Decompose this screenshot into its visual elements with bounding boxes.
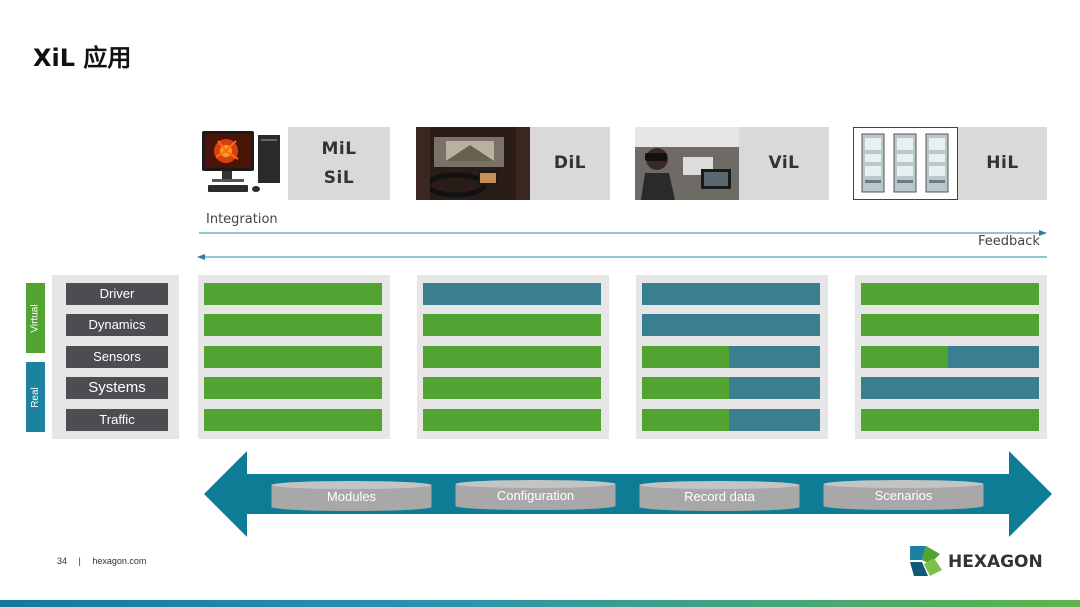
- footer-text: 34 | hexagon.com: [57, 556, 146, 566]
- bar-segment-virtual: [861, 283, 1039, 305]
- desktop-computer-image: [196, 127, 288, 200]
- matrix-vil: [636, 275, 828, 439]
- bar-segment-virtual: [204, 377, 382, 399]
- bar-segment-virtual: [861, 346, 949, 368]
- cylinder-label: Modules: [326, 489, 377, 504]
- row-label-driver: Driver: [66, 283, 168, 305]
- integration-arrow: [199, 225, 1047, 236]
- virtual-tab: Virtual: [26, 283, 45, 353]
- hil-rack-image: [853, 127, 958, 200]
- header-label-line: HiL: [986, 153, 1019, 173]
- cylinder-record-data: Record data: [639, 480, 800, 512]
- bar-segment-virtual: [423, 346, 601, 368]
- matrix-mil-sil: [198, 275, 390, 439]
- bar-hil-sensors: [861, 346, 1039, 368]
- page-title: XiL 应用: [33, 44, 132, 72]
- bar-segment-virtual: [204, 346, 382, 368]
- bar-hil-dynamics: [861, 314, 1039, 336]
- header-vil: ViL: [635, 127, 829, 200]
- bar-segment-virtual: [423, 314, 601, 336]
- hexagon-logo-icon: [910, 546, 942, 576]
- row-label-systems: Systems: [66, 377, 168, 399]
- bar-segment-virtual: [642, 377, 730, 399]
- feedback-arrow: [197, 249, 1047, 260]
- integration-label: Integration: [206, 212, 278, 227]
- cylinder-modules: Modules: [271, 480, 432, 512]
- row-label-traffic: Traffic: [66, 409, 168, 431]
- header-mil-sil-label: MiL SiL: [288, 127, 390, 200]
- bar-vil-systems: [642, 377, 820, 399]
- hexagon-logo-text: HEXAGON: [948, 552, 1043, 572]
- cylinder-configuration: Configuration: [455, 479, 616, 511]
- header-label-line: MiL: [321, 138, 357, 159]
- bar-dil-systems: [423, 377, 601, 399]
- cylinder-label: Scenarios: [874, 488, 933, 503]
- bar-segment-virtual: [423, 409, 601, 431]
- footer-stripe: [0, 600, 1080, 607]
- header-dil: DiL: [416, 127, 610, 200]
- virtual-tab-label: Virtual: [30, 303, 42, 333]
- cylinder-scenarios: Scenarios: [823, 479, 984, 511]
- bar-vil-dynamics: [642, 314, 820, 336]
- bar-segment-virtual: [423, 377, 601, 399]
- bar-segment-virtual: [204, 283, 382, 305]
- header-mil-sil: MiL SiL: [196, 127, 390, 200]
- bar-segment-real: [729, 409, 820, 431]
- bar-vil-driver: [642, 283, 820, 305]
- cylinder-label: Record data: [684, 489, 755, 504]
- bar-dil-traffic: [423, 409, 601, 431]
- header-hil: HiL: [853, 127, 1047, 200]
- bar-mil-driver: [204, 283, 382, 305]
- header-dil-label: DiL: [530, 127, 610, 200]
- bar-segment-real: [948, 346, 1039, 368]
- bar-segment-virtual: [204, 409, 382, 431]
- bar-mil-traffic: [204, 409, 382, 431]
- bar-dil-driver: [423, 283, 601, 305]
- bar-mil-sensors: [204, 346, 382, 368]
- header-vil-label: ViL: [739, 127, 829, 200]
- bar-segment-real: [861, 377, 1039, 399]
- bar-segment-real: [729, 346, 820, 368]
- bar-segment-virtual: [642, 409, 730, 431]
- hexagon-logo: [908, 544, 1033, 578]
- bar-hil-traffic: [861, 409, 1039, 431]
- workflow-double-arrow: [200, 449, 1056, 539]
- bar-segment-virtual: [642, 346, 730, 368]
- feedback-label: Feedback: [978, 234, 1040, 249]
- header-label-line: ViL: [768, 153, 800, 173]
- bar-segment-real: [423, 283, 601, 305]
- bar-dil-sensors: [423, 346, 601, 368]
- header-label-line: SiL: [323, 167, 355, 188]
- bar-mil-systems: [204, 377, 382, 399]
- real-tab-label: Real: [30, 386, 42, 408]
- bar-segment-real: [729, 377, 820, 399]
- bar-segment-real: [642, 314, 820, 336]
- matrix-hil: [855, 275, 1047, 439]
- in-car-vr-image: [635, 127, 739, 200]
- bar-hil-systems: [861, 377, 1039, 399]
- footer-separator: |: [78, 556, 81, 566]
- bar-hil-driver: [861, 283, 1039, 305]
- footer-site[interactable]: hexagon.com: [92, 556, 147, 566]
- bar-segment-virtual: [861, 409, 1039, 431]
- matrix-dil: [417, 275, 609, 439]
- header-hil-label: HiL: [958, 127, 1047, 200]
- bar-dil-dynamics: [423, 314, 601, 336]
- row-label-dynamics: Dynamics: [66, 314, 168, 336]
- bar-vil-sensors: [642, 346, 820, 368]
- page-number: 34: [57, 556, 68, 566]
- bar-segment-virtual: [204, 314, 382, 336]
- real-tab: Real: [26, 362, 45, 432]
- header-label-line: DiL: [553, 153, 587, 173]
- bar-segment-real: [642, 283, 820, 305]
- bar-vil-traffic: [642, 409, 820, 431]
- bar-mil-dynamics: [204, 314, 382, 336]
- bar-segment-virtual: [861, 314, 1039, 336]
- cylinder-label: Configuration: [496, 488, 575, 503]
- driving-simulator-image: [416, 127, 530, 200]
- row-label-sensors: Sensors: [66, 346, 168, 368]
